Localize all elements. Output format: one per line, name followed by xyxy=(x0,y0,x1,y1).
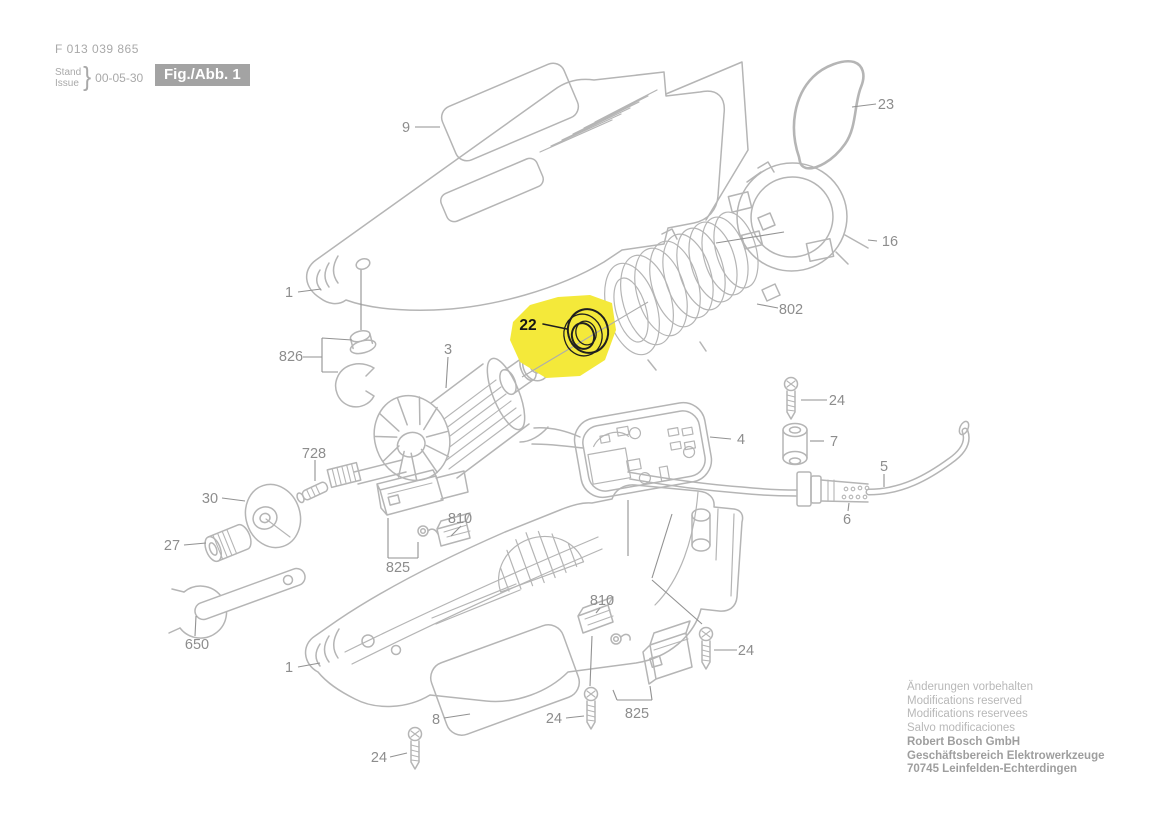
footer-company-name: Robert Bosch GmbH xyxy=(907,735,1021,748)
part-label-9: 9 xyxy=(402,120,410,136)
dome-cap-30 xyxy=(244,483,302,549)
assembly-axis-line xyxy=(521,301,649,378)
part-label-650: 650 xyxy=(185,637,209,653)
brace-glyph: } xyxy=(83,62,92,93)
part-label-6: 6 xyxy=(843,512,851,528)
footer-line-de: Änderungen vorbehalten xyxy=(907,681,1033,693)
gasket-23 xyxy=(792,60,865,170)
part-label-8: 8 xyxy=(432,712,440,728)
foam-pad-8 xyxy=(429,624,581,736)
issue-label: Issue xyxy=(55,78,79,89)
screw-24-top-right xyxy=(783,376,799,420)
part-label-5: 5 xyxy=(880,459,888,475)
cord-assembly xyxy=(796,420,970,507)
part-label-1-top: 1 xyxy=(285,285,293,301)
part-label-810-bottom: 810 xyxy=(590,593,614,609)
part-label-24-top-right: 24 xyxy=(829,393,845,409)
switch-module-4 xyxy=(519,401,798,499)
brush-cover-825-left xyxy=(376,469,469,516)
brush-plate-16 xyxy=(727,161,869,272)
screw-24-right xyxy=(698,626,714,670)
part-label-4: 4 xyxy=(737,432,745,448)
screw-24-bottom-center xyxy=(583,686,599,730)
issue-date-block: Stand Issue } 00-05-30 xyxy=(55,62,144,93)
part-label-3: 3 xyxy=(444,342,452,358)
lower-housing xyxy=(304,484,744,708)
highlight-22 xyxy=(510,295,616,378)
footer-line-en: Modifications reserved xyxy=(907,694,1023,707)
bearing-ring-22 xyxy=(542,308,610,357)
switch-wires-right xyxy=(627,471,798,497)
screw-24-bottom-left xyxy=(407,726,423,770)
brush-810-bottom xyxy=(577,596,631,645)
label-plate-9 xyxy=(440,62,580,162)
part-label-802: 802 xyxy=(779,302,803,318)
part-label-24-bottom-left: 24 xyxy=(371,750,387,766)
brush-810-left xyxy=(417,512,471,547)
part-label-1-bottom: 1 xyxy=(285,660,293,676)
part-label-810-mid: 810 xyxy=(448,511,472,527)
cord-connector xyxy=(796,471,812,507)
part-label-27: 27 xyxy=(164,538,180,554)
housing-screw-hole xyxy=(355,257,371,271)
part-label-7: 7 xyxy=(830,434,838,450)
part-number-labels: 9 23 1 826 3 22 802 16 728 24 7 30 4 5 6… xyxy=(164,97,898,766)
stator-802 xyxy=(604,211,781,371)
part-label-22-highlighted: 22 xyxy=(519,317,536,334)
figure-badge: Fig./Abb. 1 xyxy=(155,64,250,86)
housing-label-recess xyxy=(440,157,544,223)
switch-wires-left xyxy=(519,426,584,449)
footer-division: Geschäftsbereich Elektrowerkzeuge xyxy=(907,749,1105,762)
grommet-6 xyxy=(841,485,870,500)
part-label-24-bottom-center: 24 xyxy=(546,711,562,727)
leader-lines xyxy=(183,103,885,758)
part-label-728: 728 xyxy=(302,446,326,462)
footer-line-es: Salvo modificaciones xyxy=(907,722,1016,735)
upper-housing xyxy=(306,61,749,311)
part-label-23: 23 xyxy=(878,97,894,113)
part-label-825-bottom: 825 xyxy=(625,706,649,722)
part-label-826: 826 xyxy=(279,349,303,365)
footer-address: 70745 Leinfelden-Echterdingen xyxy=(907,763,1077,776)
pin-728 xyxy=(296,481,329,504)
stand-label: Stand xyxy=(55,67,82,78)
document-number: F 013 039 865 xyxy=(55,42,139,56)
spacer-7 xyxy=(782,422,808,466)
wrench-650 xyxy=(168,567,306,639)
bearing-leader-line xyxy=(542,323,568,330)
brush-cover-825-bottom xyxy=(642,620,693,685)
collet-nut-27 xyxy=(204,523,252,563)
part-label-30: 30 xyxy=(202,491,218,507)
issue-date: 00-05-30 xyxy=(95,71,144,85)
motor-mount xyxy=(498,530,585,593)
housing-vents xyxy=(539,89,658,153)
part-label-24-right: 24 xyxy=(738,643,754,659)
armature-3 xyxy=(326,354,537,489)
part-label-825-mid: 825 xyxy=(386,560,410,576)
footer-line-fr: Modifications reservees xyxy=(907,708,1028,721)
footer-legal-block: Änderungen vorbehalten Modifications res… xyxy=(907,681,1105,777)
cap-and-clip-826 xyxy=(334,330,377,408)
part-label-16: 16 xyxy=(882,234,898,250)
housing-side-panel xyxy=(665,61,749,221)
